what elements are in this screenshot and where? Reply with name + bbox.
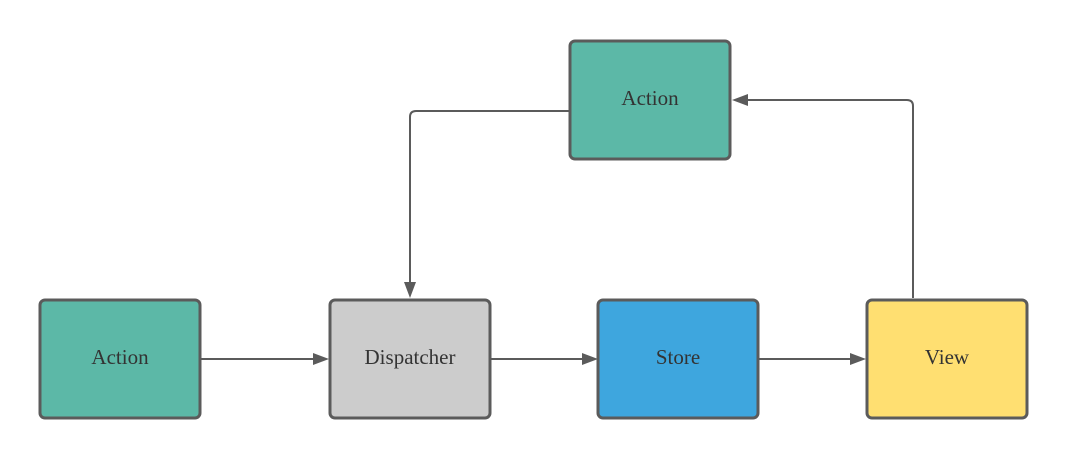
arrowhead-icon [732,94,748,106]
node-store-box [596,298,760,420]
node-action-left: Action [38,298,202,420]
edge-view-to-action [732,94,914,298]
arrowhead-icon [313,353,329,365]
arrowhead-icon [850,353,866,365]
edge-dispatcher-to-store [491,353,598,365]
node-store-label: Store [656,345,700,369]
node-action-top: Action [568,39,732,161]
edge-action-to-dispatcher-top [404,110,570,298]
node-view-label: View [925,345,970,369]
edge-action-to-dispatcher [201,353,329,365]
node-view: View [865,298,1029,420]
node-action-left-label: Action [91,345,149,369]
edge-store-to-view [759,353,866,365]
arrowhead-icon [582,353,598,365]
arrowhead-icon [404,282,416,298]
node-action-left-box [38,298,202,420]
edges [201,94,914,365]
node-dispatcher-box [328,298,492,420]
node-action-top-label: Action [621,86,679,110]
node-dispatcher-label: Dispatcher [365,345,456,369]
nodes: Action Action Dispatcher Store View [38,39,1029,420]
node-dispatcher: Dispatcher [328,298,492,420]
node-view-box [865,298,1029,420]
node-action-top-box [568,39,732,161]
node-store: Store [596,298,760,420]
